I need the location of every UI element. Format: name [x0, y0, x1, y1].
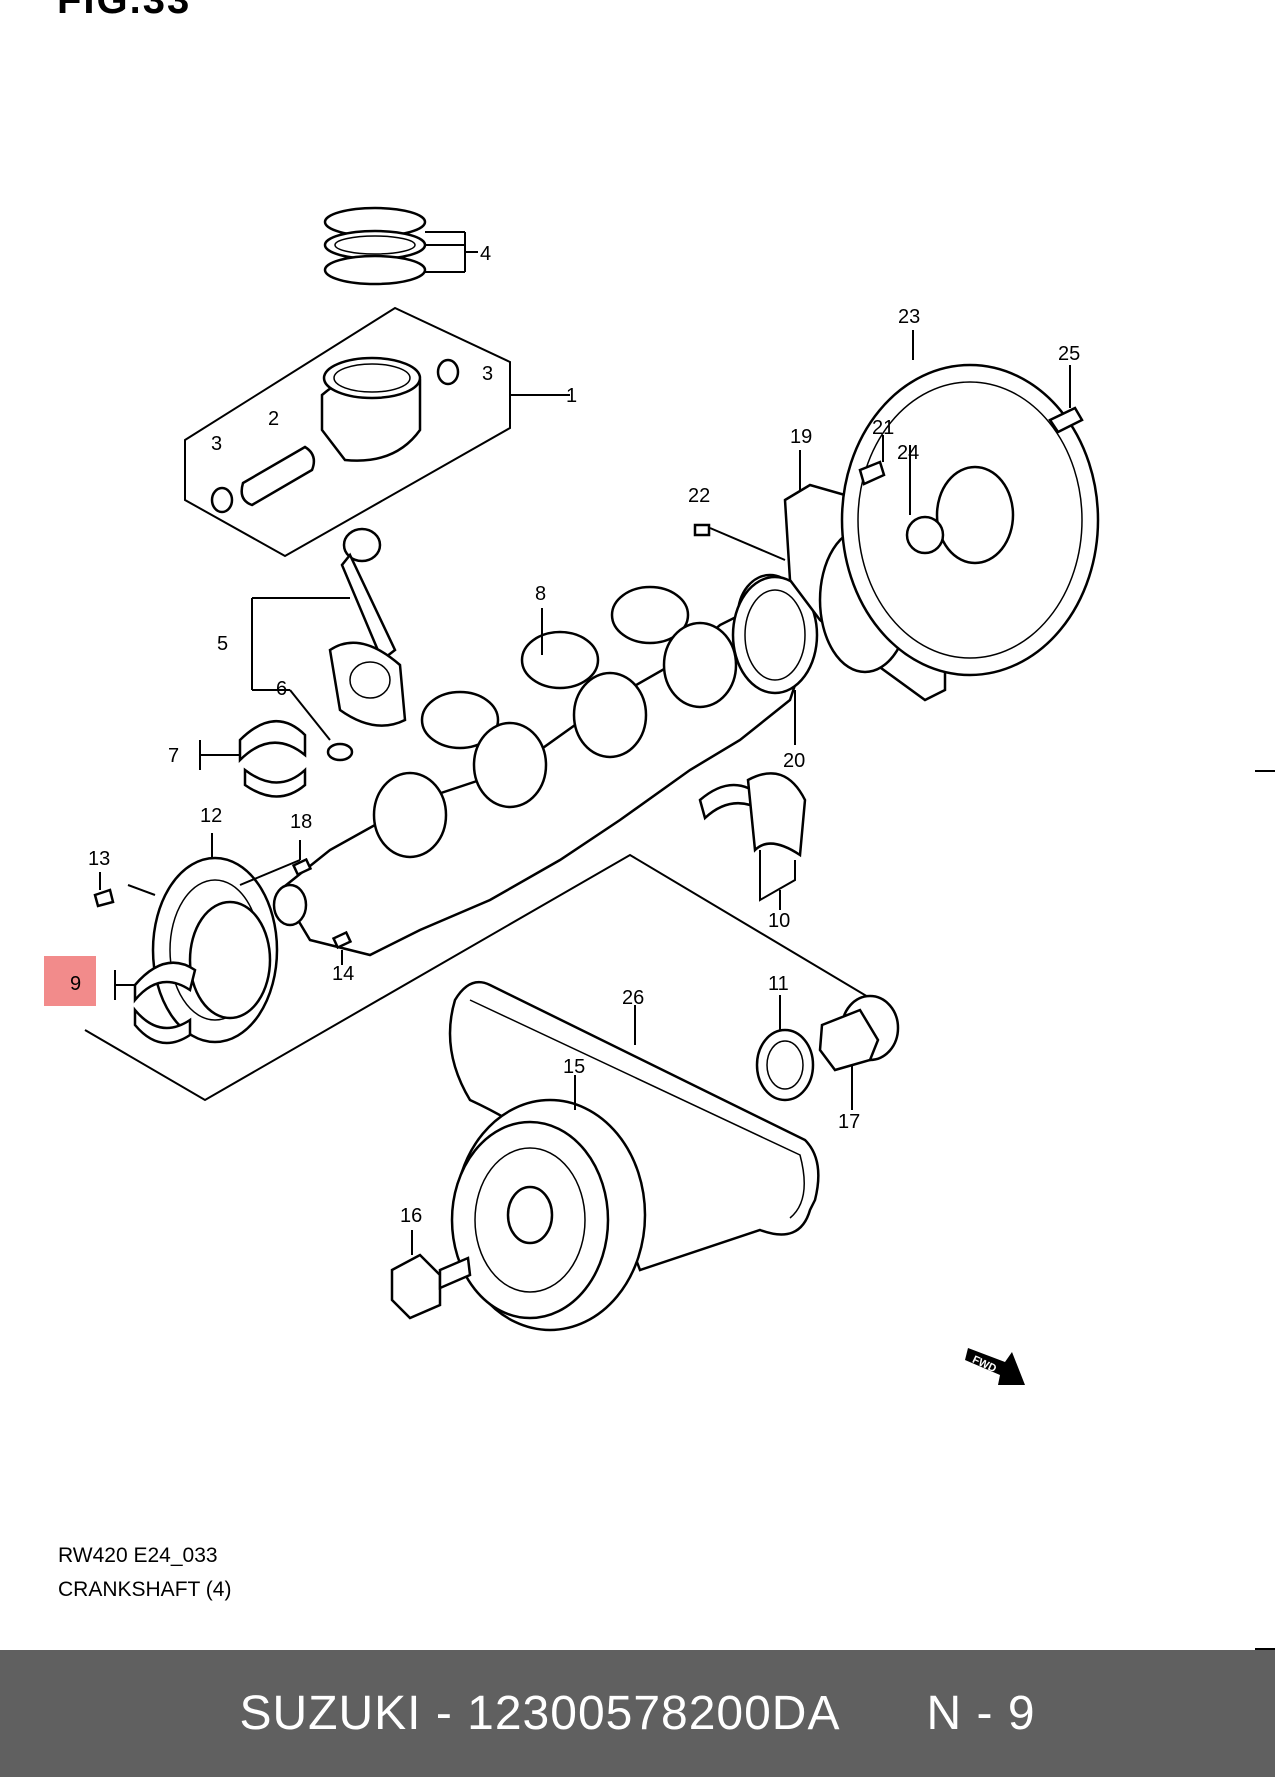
connecting-rod — [251, 527, 407, 727]
callout-22: 22 — [688, 485, 710, 507]
callout-5: 5 — [217, 633, 228, 655]
rod-bearing — [199, 689, 354, 798]
callout-2: 2 — [268, 408, 279, 430]
callout-24: 24 — [897, 442, 919, 464]
front-oil-seal — [755, 995, 815, 1102]
footer-sheet: N - 9 — [926, 1687, 1036, 1740]
callout-3b: 3 — [211, 433, 222, 455]
main-bearing — [698, 772, 807, 910]
sprocket-bolt — [93, 872, 156, 908]
drive-belt — [448, 980, 820, 1272]
callout-1: 1 — [566, 385, 577, 407]
callout-12: 12 — [200, 805, 222, 827]
callout-20: 20 — [783, 750, 805, 772]
edge-tick — [1255, 1648, 1275, 1650]
figure-title: FIG.33 — [57, 0, 192, 22]
callout-8: 8 — [535, 583, 546, 605]
callout-18: 18 — [290, 811, 312, 833]
callout-21: 21 — [872, 417, 894, 439]
callout-4: 4 — [480, 243, 491, 265]
callout-9: 9 — [70, 973, 81, 995]
callout-3a: 3 — [482, 363, 493, 385]
edge-tick — [1255, 770, 1275, 772]
crankshaft — [272, 573, 812, 957]
piston-rings — [323, 206, 478, 286]
callout-10: 10 — [768, 910, 790, 932]
thrust-bearing — [114, 961, 197, 1045]
piston-assembly — [184, 306, 570, 558]
footer-brand: SUZUKI — [239, 1687, 422, 1740]
callout-11: 11 — [768, 973, 789, 995]
crank-pulley — [450, 1075, 647, 1332]
callout-25: 25 — [1058, 343, 1080, 365]
crank-keys — [291, 840, 353, 965]
oil-pump-gear — [818, 994, 900, 1110]
footer-part-number: 12300578200DA — [467, 1687, 841, 1740]
diagram-code: RW420 E24_033 — [58, 1544, 218, 1567]
callout-23: 23 — [898, 306, 920, 328]
footer-bar: SUZUKI - 12300578200DA N - 9 — [0, 1650, 1275, 1777]
callout-16: 16 — [400, 1205, 422, 1227]
crank-timing-sprocket — [151, 833, 301, 1044]
lower-parts-box — [84, 853, 891, 1102]
callout-17: 17 — [838, 1111, 860, 1133]
callout-19: 19 — [790, 426, 812, 448]
callout-13: 13 — [88, 848, 110, 870]
pulley-bolt — [390, 1230, 472, 1320]
footer-separator: - — [435, 1687, 453, 1740]
fwd-direction-arrow: FWD — [965, 1348, 1025, 1385]
highlight-marker-9 — [44, 956, 96, 1006]
callout-26: 26 — [622, 987, 644, 1009]
rear-oil-seal — [731, 575, 819, 745]
fwd-label: FWD — [970, 1354, 998, 1375]
diagram-name: CRANKSHAFT (4) — [58, 1578, 232, 1601]
callout-6: 6 — [276, 678, 287, 700]
callout-7: 7 — [168, 745, 179, 767]
callout-15: 15 — [563, 1056, 585, 1078]
callout-14: 14 — [332, 963, 354, 985]
crankshaft-exploded-diagram: FWD 4 3 1 2 3 5 6 7 8 9 10 11 12 13 14 1… — [44, 206, 1100, 1385]
flywheel — [840, 330, 1100, 677]
